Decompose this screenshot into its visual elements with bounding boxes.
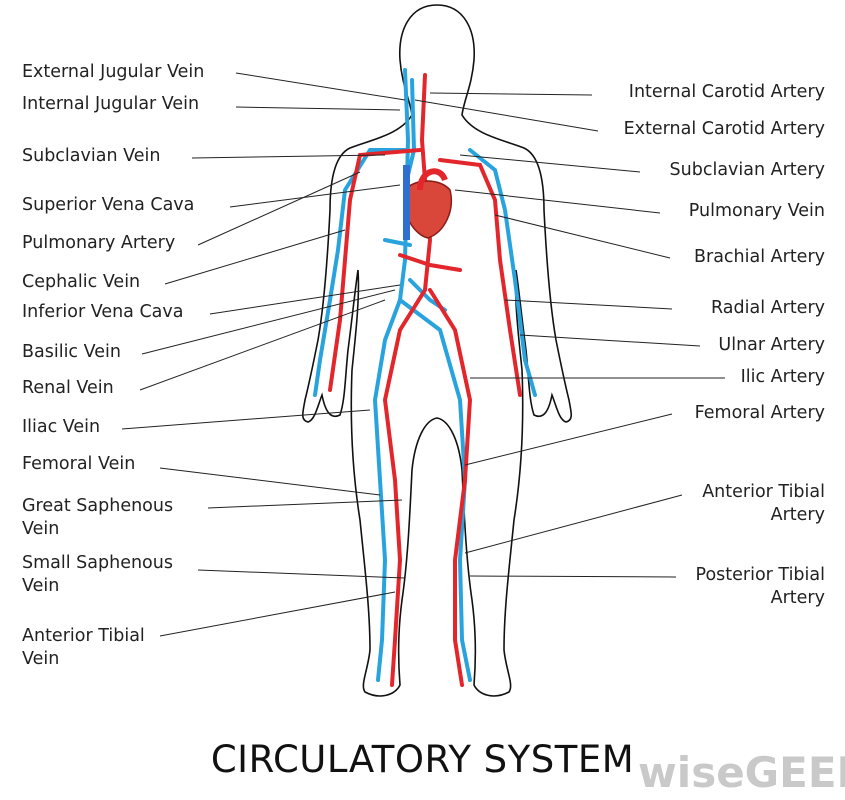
- label-ilic-artery: Ilic Artery: [740, 367, 825, 387]
- label-superior-vena-cava: Superior Vena Cava: [22, 195, 195, 215]
- label-line: Anterior Tibial: [22, 626, 145, 646]
- label-subclavian-artery: Subclavian Artery: [669, 160, 825, 180]
- label-ulnar-artery: Ulnar Artery: [718, 335, 825, 355]
- label-femoral-vein: Femoral Vein: [22, 454, 136, 474]
- label-line: Vein: [22, 519, 60, 539]
- label-pulmonary-artery: Pulmonary Artery: [22, 233, 176, 253]
- label-line: Posterior Tibial: [695, 565, 825, 585]
- label-femoral-artery: Femoral Artery: [694, 403, 825, 423]
- label-cephalic-vein: Cephalic Vein: [22, 272, 141, 292]
- heart-icon: [403, 165, 452, 240]
- label-line: Vein: [22, 576, 60, 596]
- label-internal-jugular-vein: Internal Jugular Vein: [22, 94, 200, 114]
- label-line: Vein: [22, 649, 60, 669]
- watermark-logo: wiseGEEK: [638, 748, 845, 797]
- label-line: Great Saphenous: [22, 496, 174, 516]
- diagram-title: CIRCULATORY SYSTEM: [210, 738, 635, 781]
- label-line: Small Saphenous: [22, 553, 173, 573]
- label-basilic-vein: Basilic Vein: [22, 342, 121, 362]
- label-renal-vein: Renal Vein: [22, 378, 114, 398]
- label-brachial-artery: Brachial Artery: [694, 247, 825, 267]
- leader-lines: [121, 72, 725, 637]
- label-line: Artery: [770, 505, 825, 525]
- label-inferior-vena-cava: Inferior Vena Cava: [22, 302, 184, 322]
- label-external-carotid-artery: External Carotid Artery: [623, 119, 825, 139]
- label-external-jugular-vein: External Jugular Vein: [22, 62, 205, 82]
- label-line: Anterior Tibial: [702, 482, 825, 502]
- arteries: [328, 73, 522, 687]
- label-radial-artery: Radial Artery: [711, 298, 825, 318]
- label-line: Artery: [770, 588, 825, 608]
- label-pulmonary-vein: Pulmonary Vein: [688, 201, 825, 221]
- label-subclavian-vein: Subclavian Vein: [22, 146, 161, 166]
- label-iliac-vein: Iliac Vein: [22, 417, 101, 437]
- label-internal-carotid-artery: Internal Carotid Artery: [628, 82, 825, 102]
